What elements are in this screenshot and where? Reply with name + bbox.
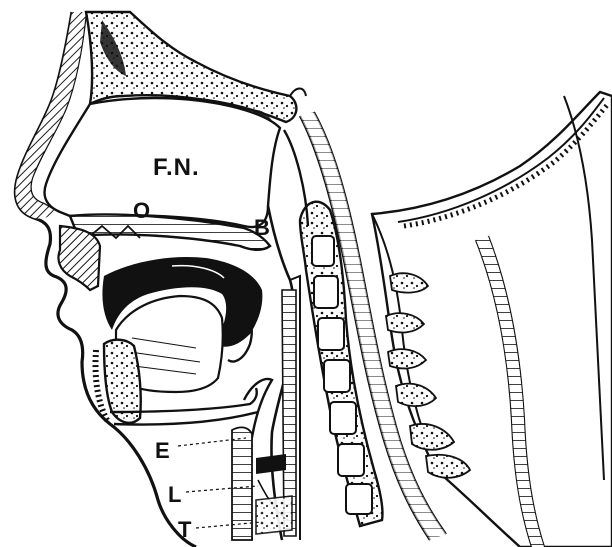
- upper-lip: [58, 226, 100, 290]
- label-b: B: [254, 217, 270, 239]
- label-t: T: [178, 519, 191, 541]
- label-fn: F.N.: [153, 156, 200, 180]
- label-e: E: [155, 440, 170, 462]
- pharynx-larynx: [232, 206, 300, 540]
- label-l: L: [168, 484, 181, 506]
- label-o: O: [133, 200, 150, 222]
